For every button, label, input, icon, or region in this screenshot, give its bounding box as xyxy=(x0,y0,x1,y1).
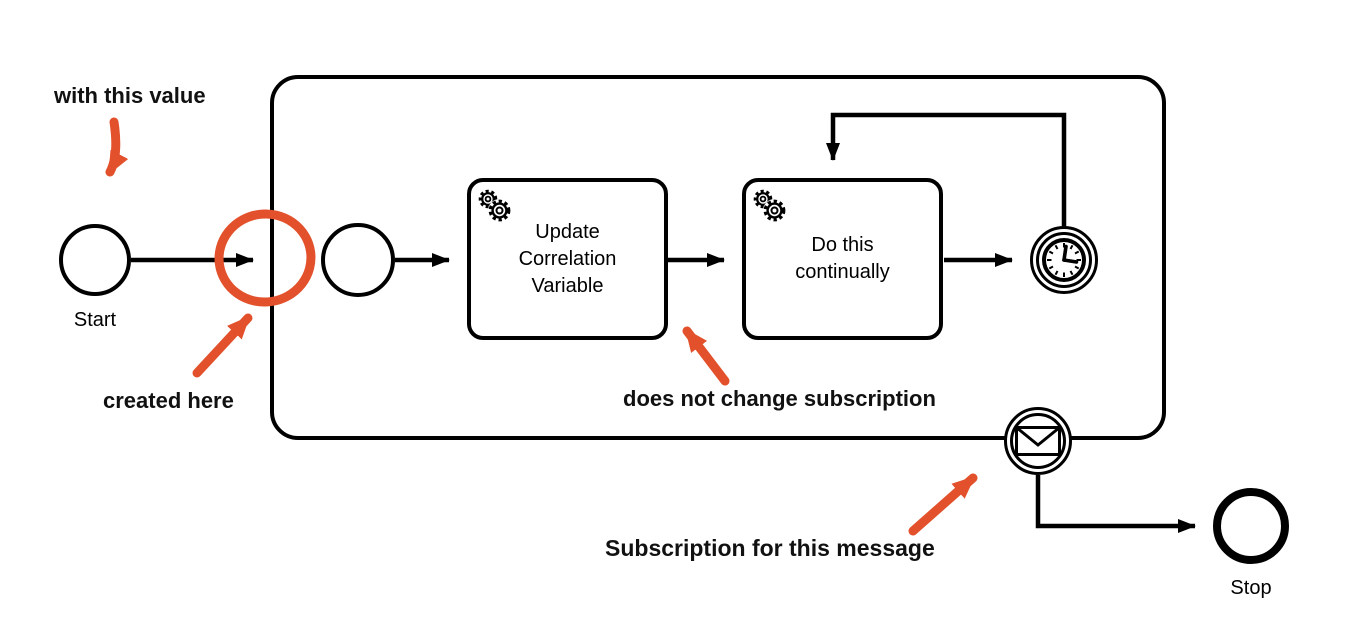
annotation-arrow-subscription xyxy=(908,473,978,536)
annotation-subscription-for-message: Subscription for this message xyxy=(605,535,935,561)
timer-intermediate-event xyxy=(1030,226,1098,294)
annotation-arrow-with-this-value xyxy=(105,117,129,177)
task-loop-label: Do this continually xyxy=(795,234,890,283)
gears-icon xyxy=(478,189,511,222)
envelope-icon xyxy=(1015,426,1061,456)
annotation-with-this-value: with this value xyxy=(54,83,206,108)
flow-message-to-stop xyxy=(1035,475,1196,533)
start-event xyxy=(59,224,131,296)
annotation-created-here: created here xyxy=(103,388,234,413)
end-event xyxy=(1213,488,1289,564)
task-do-this-continually: Do this continually xyxy=(742,178,943,340)
start-event-label: Start xyxy=(73,309,117,331)
task-update-label: Update Correlation Variable xyxy=(518,220,617,297)
subprocess-start-event xyxy=(321,223,395,297)
message-boundary-event xyxy=(1004,407,1072,475)
task-update-correlation-variable: Update Correlation Variable xyxy=(467,178,668,340)
annotation-does-not-change-subscription: does not change subscription xyxy=(623,386,936,411)
annotation-arrow-created-here xyxy=(192,313,253,378)
clock-icon xyxy=(1042,238,1086,282)
gears-icon xyxy=(753,189,786,222)
end-event-label: Stop xyxy=(1230,577,1272,599)
